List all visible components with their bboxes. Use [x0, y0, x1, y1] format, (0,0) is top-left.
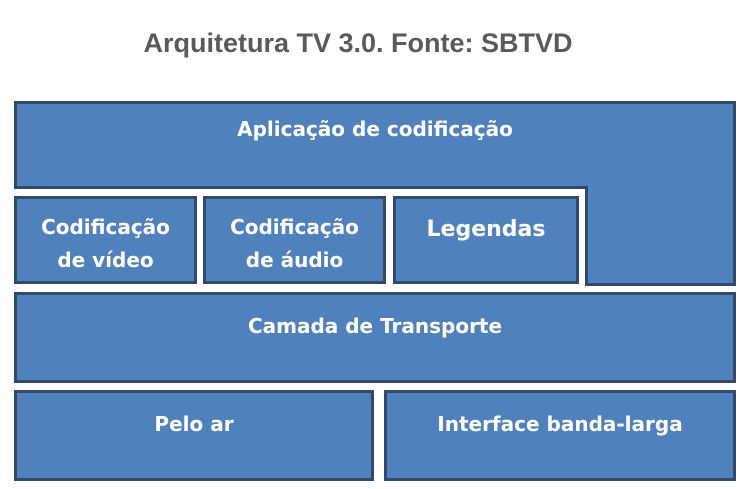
- audio-coding-line1: Codificação: [230, 215, 359, 239]
- video-coding-block: Codificação de vídeo: [14, 196, 197, 284]
- subtitles-label: Legendas: [426, 217, 546, 242]
- video-coding-line1: Codificação: [41, 215, 170, 239]
- application-layer-shape: [14, 101, 736, 286]
- over-the-air-block: Pelo ar: [14, 390, 374, 481]
- broadband-label: Interface banda-larga: [437, 412, 683, 436]
- broadband-block: Interface banda-larga: [384, 390, 736, 481]
- subtitles-block: Legendas: [393, 196, 579, 284]
- over-the-air-label: Pelo ar: [154, 412, 234, 436]
- application-layer-label: Aplicação de codificação: [237, 117, 513, 141]
- audio-coding-line2: de áudio: [245, 248, 344, 272]
- transport-layer-label: Camada de Transporte: [247, 314, 503, 338]
- video-coding-line2: de vídeo: [57, 248, 154, 272]
- audio-coding-block: Codificação de áudio: [203, 196, 386, 284]
- transport-layer-block: Camada de Transporte: [14, 292, 736, 383]
- diagram-title: Arquitetura TV 3.0. Fonte: SBTVD: [143, 28, 573, 58]
